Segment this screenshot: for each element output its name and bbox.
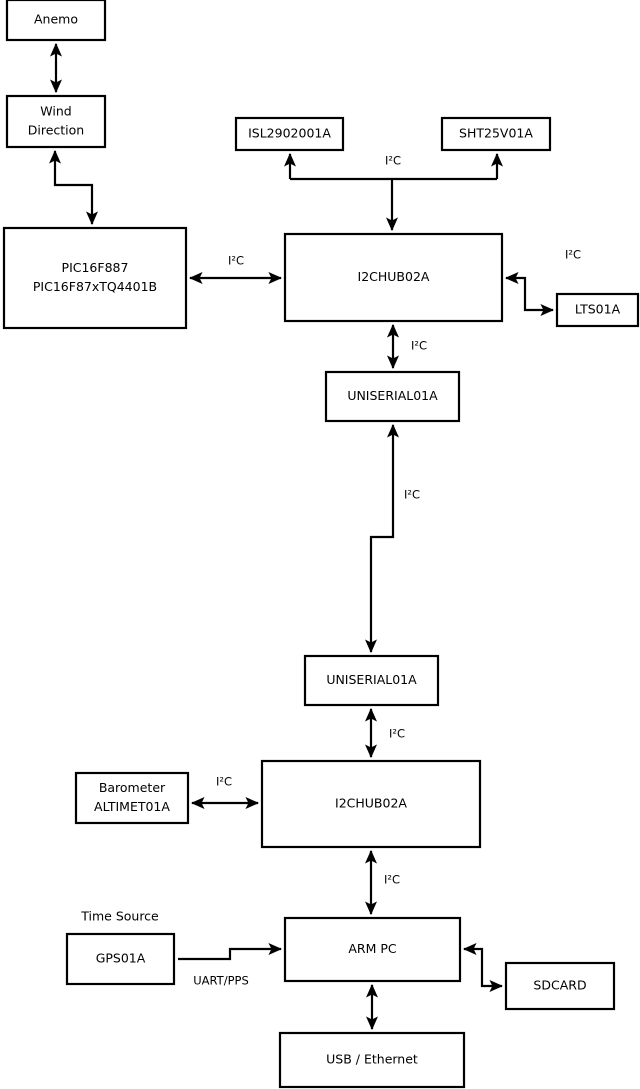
- edge-barometer-hub: I²C: [190, 775, 260, 810]
- node-usbeth[interactable]: USB / Ethernet: [278, 1031, 466, 1089]
- node-label-uniserial_up: UNISERIAL01A: [347, 388, 438, 403]
- edge-hub-lts: I²C: [504, 248, 581, 317]
- node-label-anemo: Anemo: [34, 12, 78, 27]
- node-label-hub_bottom: I2CHUB02A: [335, 796, 407, 811]
- edge-line-hub-lts: [504, 271, 555, 317]
- node-sht[interactable]: SHT25V01A: [440, 116, 552, 152]
- node-lts[interactable]: LTS01A: [555, 292, 640, 328]
- edge-hub-armpc: I²C: [364, 849, 400, 916]
- node-box-wind[interactable]: [5, 94, 107, 149]
- edge-label-hub-armpc: I²C: [384, 873, 400, 887]
- edge-uniserial-link: I²C: [364, 423, 420, 654]
- edge-wind-pic: [48, 149, 99, 226]
- node-box-hub_top[interactable]: [283, 232, 504, 323]
- node-uniserial_dn[interactable]: UNISERIAL01A: [303, 654, 440, 707]
- edge-pic-hub: I²C: [188, 254, 283, 285]
- edge-uniserial-hub-bottom: I²C: [364, 707, 405, 759]
- edge-armpc-sdcard: [462, 942, 504, 993]
- edge-gps-armpc: UART/PPS: [178, 942, 283, 988]
- node-hub_bottom[interactable]: I2CHUB02A: [260, 759, 482, 849]
- edge-line-gps-armpc: [178, 942, 283, 961]
- node-label-pic-line2: PIC16F87xTQ4401B: [33, 279, 157, 294]
- node-box-usbeth[interactable]: [278, 1031, 466, 1089]
- node-label-uniserial_dn: UNISERIAL01A: [326, 672, 417, 687]
- node-label-gps: GPS01A: [96, 951, 146, 966]
- node-label-sht: SHT25V01A: [459, 126, 533, 141]
- node-label-wind-line2: Direction: [28, 123, 84, 138]
- node-label-barometer-line1: Barometer: [99, 780, 166, 795]
- node-label-usbeth: USB / Ethernet: [326, 1052, 418, 1067]
- node-anemo[interactable]: Anemo: [5, 0, 107, 42]
- node-hub_top[interactable]: I2CHUB02A: [283, 232, 504, 323]
- node-label-isl: ISL2902001A: [248, 126, 331, 141]
- node-armpc[interactable]: ARM PC: [283, 916, 462, 983]
- edge-label-barometer-hub: I²C: [216, 775, 232, 789]
- node-box-lts[interactable]: [555, 292, 640, 328]
- free-labels-layer: Time Source: [80, 909, 159, 924]
- node-box-gps[interactable]: [65, 932, 176, 986]
- free-label-time-source: Time Source: [80, 909, 159, 924]
- node-box-sdcard[interactable]: [504, 961, 616, 1011]
- edge-hub-uniserial-up: I²C: [386, 323, 427, 370]
- edge-label-bus-hub: I²C: [385, 154, 401, 168]
- node-box-uniserial_up[interactable]: [324, 370, 461, 423]
- edge-label-pic-hub: I²C: [228, 254, 244, 268]
- edge-label-uniserial-hub-bottom: I²C: [389, 727, 405, 741]
- node-sdcard[interactable]: SDCARD: [504, 961, 616, 1011]
- node-gps[interactable]: GPS01A: [65, 932, 176, 986]
- node-label-hub_top: I2CHUB02A: [358, 269, 430, 284]
- node-label-lts: LTS01A: [575, 302, 621, 317]
- edge-label-hub-lts: I²C: [565, 248, 581, 262]
- node-box-anemo[interactable]: [5, 0, 107, 42]
- node-box-uniserial_dn[interactable]: [303, 654, 440, 707]
- node-box-barometer[interactable]: [74, 771, 190, 825]
- node-label-barometer-line2: ALTIMET01A: [94, 799, 170, 814]
- node-label-sdcard: SDCARD: [533, 978, 586, 993]
- node-uniserial_up[interactable]: UNISERIAL01A: [324, 370, 461, 423]
- node-box-pic[interactable]: [2, 226, 188, 330]
- node-label-pic-line1: PIC16F887: [62, 260, 129, 275]
- node-box-isl[interactable]: [234, 116, 345, 152]
- edge-line-armpc-sdcard: [462, 942, 504, 993]
- edge-label-uniserial-link: I²C: [404, 488, 420, 502]
- node-box-sht[interactable]: [440, 116, 552, 152]
- edge-label-hub-uniserial-up: I²C: [411, 339, 427, 353]
- edges-layer: I²C I²C I²C I²C I²C I²C I²C I²C UART/PPS: [48, 42, 581, 1031]
- node-label-wind-line1: Wind: [40, 104, 71, 119]
- node-box-armpc[interactable]: [283, 916, 462, 983]
- edge-label-gps-armpc: UART/PPS: [193, 974, 249, 988]
- node-isl[interactable]: ISL2902001A: [234, 116, 345, 152]
- node-box-hub_bottom[interactable]: [260, 759, 482, 849]
- node-label-armpc: ARM PC: [348, 941, 397, 956]
- edge-line-uniserial-link: [364, 423, 400, 654]
- edge-bus-hub: I²C: [290, 154, 497, 181]
- edge-line-wind-pic: [48, 149, 99, 226]
